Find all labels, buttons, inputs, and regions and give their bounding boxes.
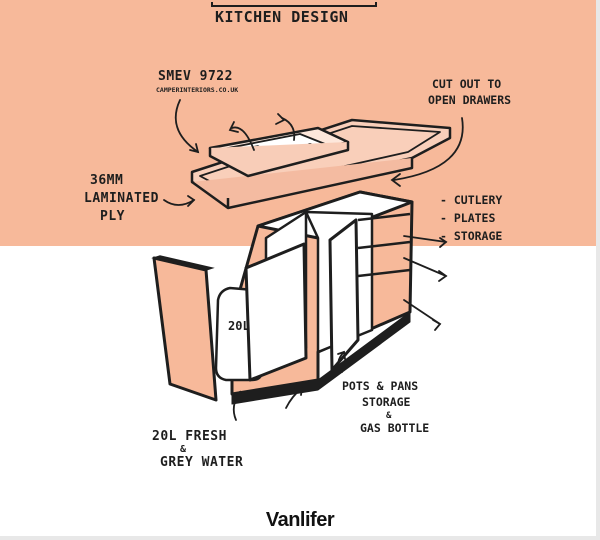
drawer-cutlery-label: - CUTLERY [440,193,502,207]
annotation-arrows [163,99,464,421]
pots-label-4: GAS BOTTLE [360,421,429,435]
image-border-right [596,0,600,540]
image-border-bottom [0,536,600,540]
ply-label-2: LAMINATED [84,191,159,206]
water-label-2: & [180,444,187,455]
title-underline [211,2,377,7]
diagram-title: KITCHEN DESIGN [215,8,348,26]
peach-background [0,0,600,246]
tank-label: 20L [228,319,250,333]
left-door [152,256,218,402]
water-label-1: 20L FRESH [152,429,227,444]
drawer-storage-label: - STORAGE [440,229,502,243]
brand-logo: Vanlifer [265,509,335,531]
ply-label-1: 36MM [90,173,123,188]
cutout-label-1: CUT OUT TO [432,77,501,91]
drawer-plates-label: - PLATES [440,211,495,225]
middle-door [244,242,308,382]
pots-label-2: STORAGE [362,395,411,409]
ply-label-3: PLY [100,209,125,224]
sink-source-label: CAMPERINTERIORS.CO.UK [156,86,238,94]
sink-model-label: SMEV 9722 [158,69,233,84]
pots-label-3: & [386,411,392,421]
pots-label-1: POTS & PANS [342,379,418,393]
cutout-label-2: OPEN DRAWERS [428,93,511,107]
countertop [190,118,452,210]
water-label-3: GREY WATER [160,455,243,470]
sink-hob-unit [208,126,350,178]
right-door [328,218,360,372]
